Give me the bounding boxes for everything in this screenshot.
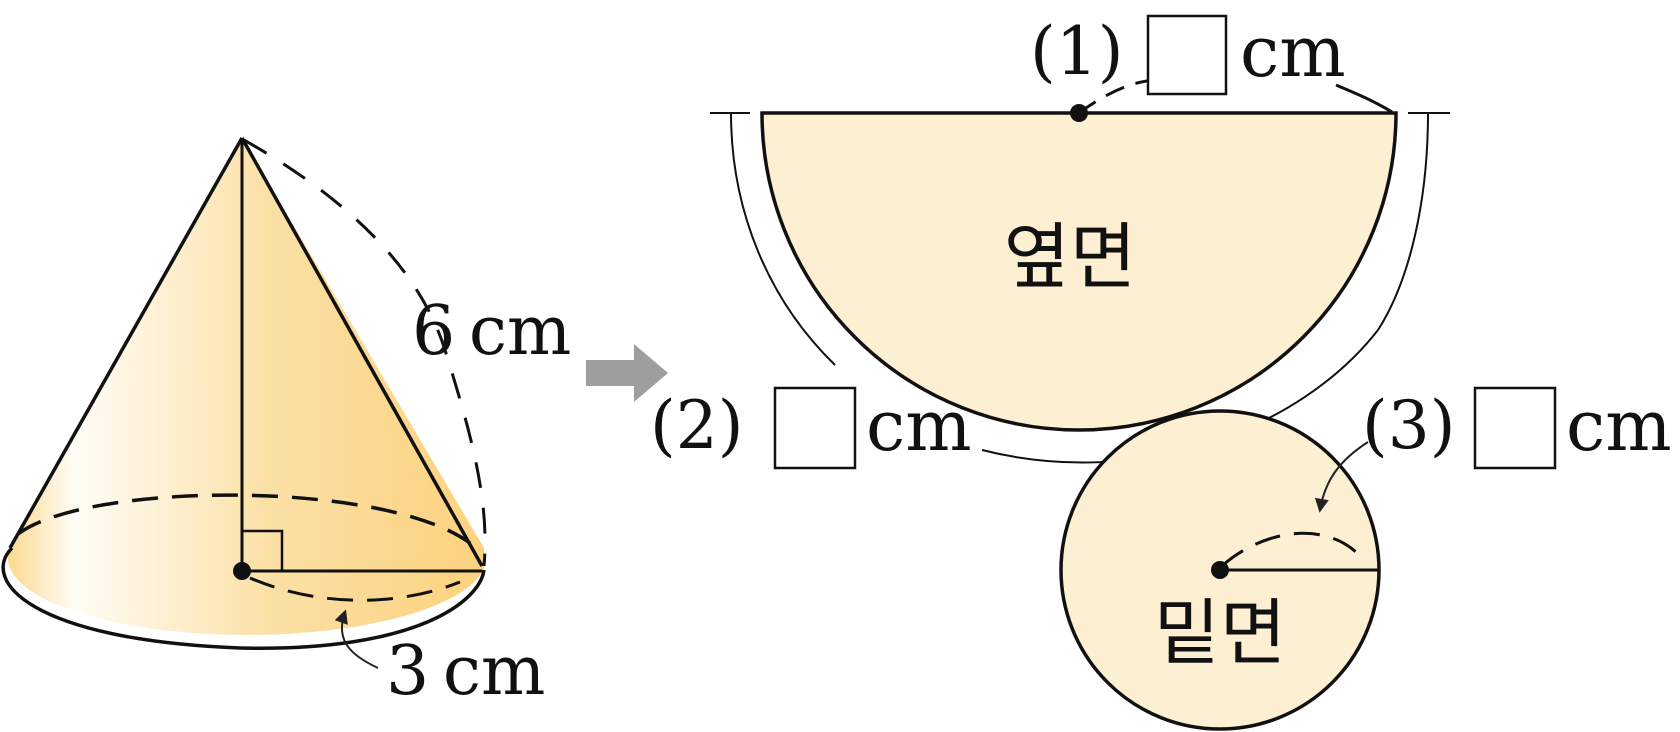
- cone-center-dot: [233, 562, 251, 580]
- cone-net: 옆면 밑면 (1) cm (2) cm (3) cm: [650, 11, 1672, 731]
- blank1-number: (1): [1030, 13, 1124, 90]
- cone: 6 cm 3 cm: [1, 137, 571, 711]
- lateral-face: [760, 111, 1398, 432]
- blank1-dashed-pointer: [1078, 78, 1171, 115]
- cone-radius-label: 3 cm: [386, 632, 545, 711]
- blank3-pointer: [1314, 441, 1369, 513]
- blank3-unit: cm: [1566, 385, 1672, 467]
- cone-base-back-edge: [16, 493, 478, 550]
- right-angle-icon: [242, 529, 284, 571]
- blank3-answer-box[interactable]: [1473, 386, 1557, 470]
- blank3-number: (3): [1362, 387, 1456, 464]
- blank1-answer-box[interactable]: [1146, 14, 1228, 96]
- cone-radius-pointer: [334, 609, 379, 669]
- blank2-number: (2): [650, 387, 744, 464]
- blank1-unit: cm: [1240, 11, 1346, 93]
- cone-base-front-edge: [1, 546, 486, 650]
- base-radius-dashed-arc: [1221, 531, 1357, 568]
- blank1: (1) cm: [1030, 11, 1346, 96]
- arc-length-dimension-left: [730, 112, 836, 366]
- blank2: (2) cm: [650, 385, 972, 470]
- blank1-arc-right: [1335, 83, 1393, 114]
- cone-slant-left: [8, 137, 244, 549]
- blank3: (3) cm: [1362, 385, 1672, 470]
- cone-slant-dashed-arc: [243, 138, 487, 567]
- lateral-face-label: 옆면: [1004, 215, 1136, 299]
- right-arrow-icon: [586, 344, 668, 402]
- blank2-answer-box[interactable]: [773, 386, 857, 470]
- cone-slant-right: [240, 137, 484, 567]
- cone-body: [7, 138, 484, 635]
- base-face-label: 밑면: [1154, 591, 1286, 675]
- cone-slant-label: 6 cm: [412, 292, 571, 371]
- blank2-unit: cm: [866, 385, 972, 467]
